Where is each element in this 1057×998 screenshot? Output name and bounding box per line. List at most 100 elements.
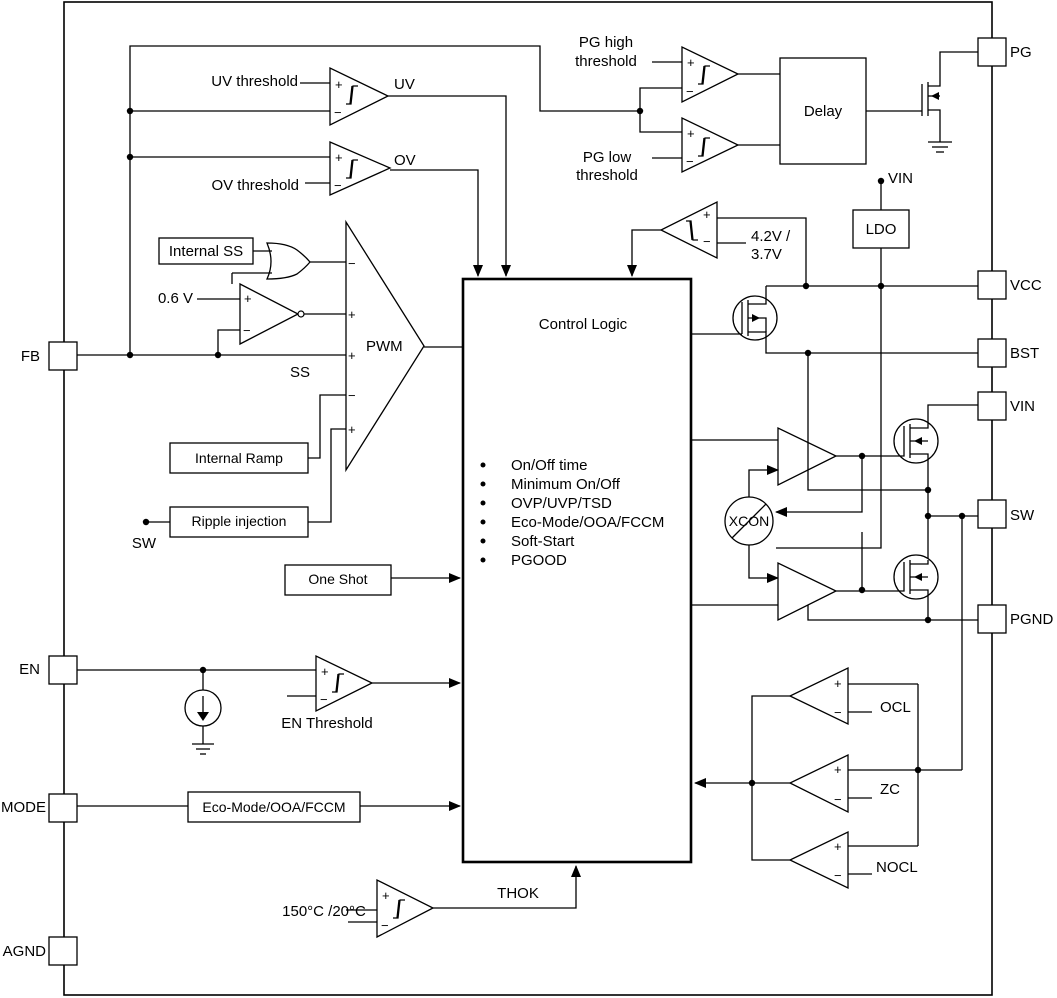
uv-threshold-label: UV threshold xyxy=(211,73,298,90)
pg-nmos-transistor xyxy=(866,51,978,153)
svg-text:−: − xyxy=(834,868,842,883)
control-item: Soft-Start xyxy=(511,533,575,550)
zc-label: ZC xyxy=(880,781,900,798)
delay-label: Delay xyxy=(804,103,843,120)
ss-amplifier: + − 0.6 V SS xyxy=(158,282,346,381)
pg-high-threshold-line1: PG high xyxy=(579,34,633,51)
one-shot-block: One Shot xyxy=(284,564,461,596)
svg-text:+: + xyxy=(834,839,842,854)
svg-text:−: − xyxy=(703,234,711,249)
svg-text:+: + xyxy=(348,307,356,322)
control-logic-title: Control Logic xyxy=(539,316,628,333)
sw-input-label: SW xyxy=(132,535,157,552)
svg-text:+: + xyxy=(703,207,711,222)
svg-text:+: + xyxy=(321,664,329,679)
uv-label: UV xyxy=(394,76,415,93)
ov-label: OV xyxy=(394,152,416,169)
ripple-injection-label: Ripple injection xyxy=(192,513,287,529)
svg-text:+: + xyxy=(687,55,695,70)
svg-text:+: + xyxy=(834,762,842,777)
svg-text:+: + xyxy=(834,676,842,691)
svg-text:+: + xyxy=(382,888,390,903)
current-sense-section: + − OCL + − ZC + − NOCL xyxy=(694,516,963,890)
internal-ss-label: Internal SS xyxy=(169,243,243,260)
delay-block: Delay xyxy=(779,57,867,165)
one-shot-label: One Shot xyxy=(308,571,367,587)
pin-mode-label: MODE xyxy=(1,799,46,816)
internal-ramp-block: Internal Ramp xyxy=(169,394,346,474)
thok-label: THOK xyxy=(497,885,539,902)
svg-text:−: − xyxy=(334,105,342,120)
pwm-label: PWM xyxy=(366,338,403,355)
internal-ramp-label: Internal Ramp xyxy=(195,450,283,466)
control-item: Eco-Mode/OOA/FCCM xyxy=(511,514,664,531)
fb-network-wires xyxy=(77,45,640,359)
svg-text:+: + xyxy=(687,126,695,141)
pin-vcc-label: VCC xyxy=(1010,277,1042,294)
svg-text:+: + xyxy=(335,150,343,165)
bootstrap-switch-transistor xyxy=(691,286,978,357)
svg-text:−: − xyxy=(381,918,389,933)
ldo-label: LDO xyxy=(866,221,897,238)
pin-agnd: AGND xyxy=(3,936,78,966)
vcc-uvlo-section: VIN LDO + − 4.2V / 3.7V xyxy=(627,170,978,549)
vin-top-label: VIN xyxy=(888,170,913,187)
or-gate xyxy=(231,242,346,284)
power-stage: XCON xyxy=(691,353,978,624)
svg-text:−: − xyxy=(348,388,356,403)
en-threshold-label: EN Threshold xyxy=(281,715,372,732)
uvlo-threshold-line1: 4.2V / xyxy=(751,228,791,245)
svg-text:−: − xyxy=(686,84,694,99)
pin-bst-label: BST xyxy=(1010,345,1039,362)
pin-mode: MODE xyxy=(1,793,78,823)
internal-ss-block: Internal SS xyxy=(158,237,254,265)
ss-label: SS xyxy=(290,364,310,381)
pin-agnd-label: AGND xyxy=(3,943,47,960)
svg-text:+: + xyxy=(244,291,252,306)
ov-comparator: + − OV threshold OV xyxy=(211,141,483,277)
uvlo-threshold-line2: 3.7V xyxy=(751,246,782,263)
svg-text:−: − xyxy=(834,705,842,720)
pg-high-threshold-line2: threshold xyxy=(575,53,637,70)
svg-text:−: − xyxy=(686,154,694,169)
pwm-comparator: − + + − + PWM xyxy=(345,219,463,473)
ref-0p6v-label: 0.6 V xyxy=(158,290,193,307)
pin-pg: PG xyxy=(977,37,1032,67)
svg-text:−: − xyxy=(348,256,356,271)
pin-pgnd-label: PGND xyxy=(1010,611,1054,628)
svg-text:−: − xyxy=(834,792,842,807)
pin-sw: SW xyxy=(977,499,1035,529)
pin-fb: FB xyxy=(21,341,78,371)
ov-threshold-label: OV threshold xyxy=(211,177,299,194)
nocl-label: NOCL xyxy=(876,859,918,876)
pin-fb-label: FB xyxy=(21,348,40,365)
svg-text:−: − xyxy=(243,323,251,338)
mode-section: Eco-Mode/OOA/FCCM xyxy=(77,791,461,823)
pin-sw-label: SW xyxy=(1010,507,1035,524)
pg-low-threshold-line1: PG low xyxy=(583,149,632,166)
svg-text:−: − xyxy=(334,178,342,193)
mode-select-label: Eco-Mode/OOA/FCCM xyxy=(202,799,345,815)
pg-comparators: + − + − PG high threshold PG low thresho… xyxy=(575,34,780,184)
pin-pgnd: PGND xyxy=(977,604,1054,634)
en-section: + − EN Threshold xyxy=(77,654,461,755)
pin-vcc: VCC xyxy=(977,270,1042,300)
svg-text:+: + xyxy=(335,77,343,92)
ripple-injection-block: Ripple injection SW xyxy=(132,428,346,552)
svg-text:−: − xyxy=(320,692,328,707)
thermal-shutdown-section: + − 150°C /20°C THOK xyxy=(282,865,581,939)
uv-comparator: + − UV threshold UV xyxy=(211,66,511,277)
pin-en: EN xyxy=(19,655,78,685)
control-item: Minimum On/Off xyxy=(511,476,621,493)
tsd-threshold-label: 150°C /20°C xyxy=(282,903,366,920)
pg-low-threshold-line2: threshold xyxy=(576,167,638,184)
pin-vin: VIN xyxy=(977,391,1035,421)
xcon-label: XCON xyxy=(729,513,769,529)
pin-en-label: EN xyxy=(19,661,40,678)
control-logic-item-list: On/Off time Minimum On/Off OVP/UVP/TSD E… xyxy=(480,457,664,569)
svg-text:+: + xyxy=(348,348,356,363)
control-item: On/Off time xyxy=(511,457,587,474)
control-item: OVP/UVP/TSD xyxy=(511,495,612,512)
ocl-label: OCL xyxy=(880,699,911,716)
